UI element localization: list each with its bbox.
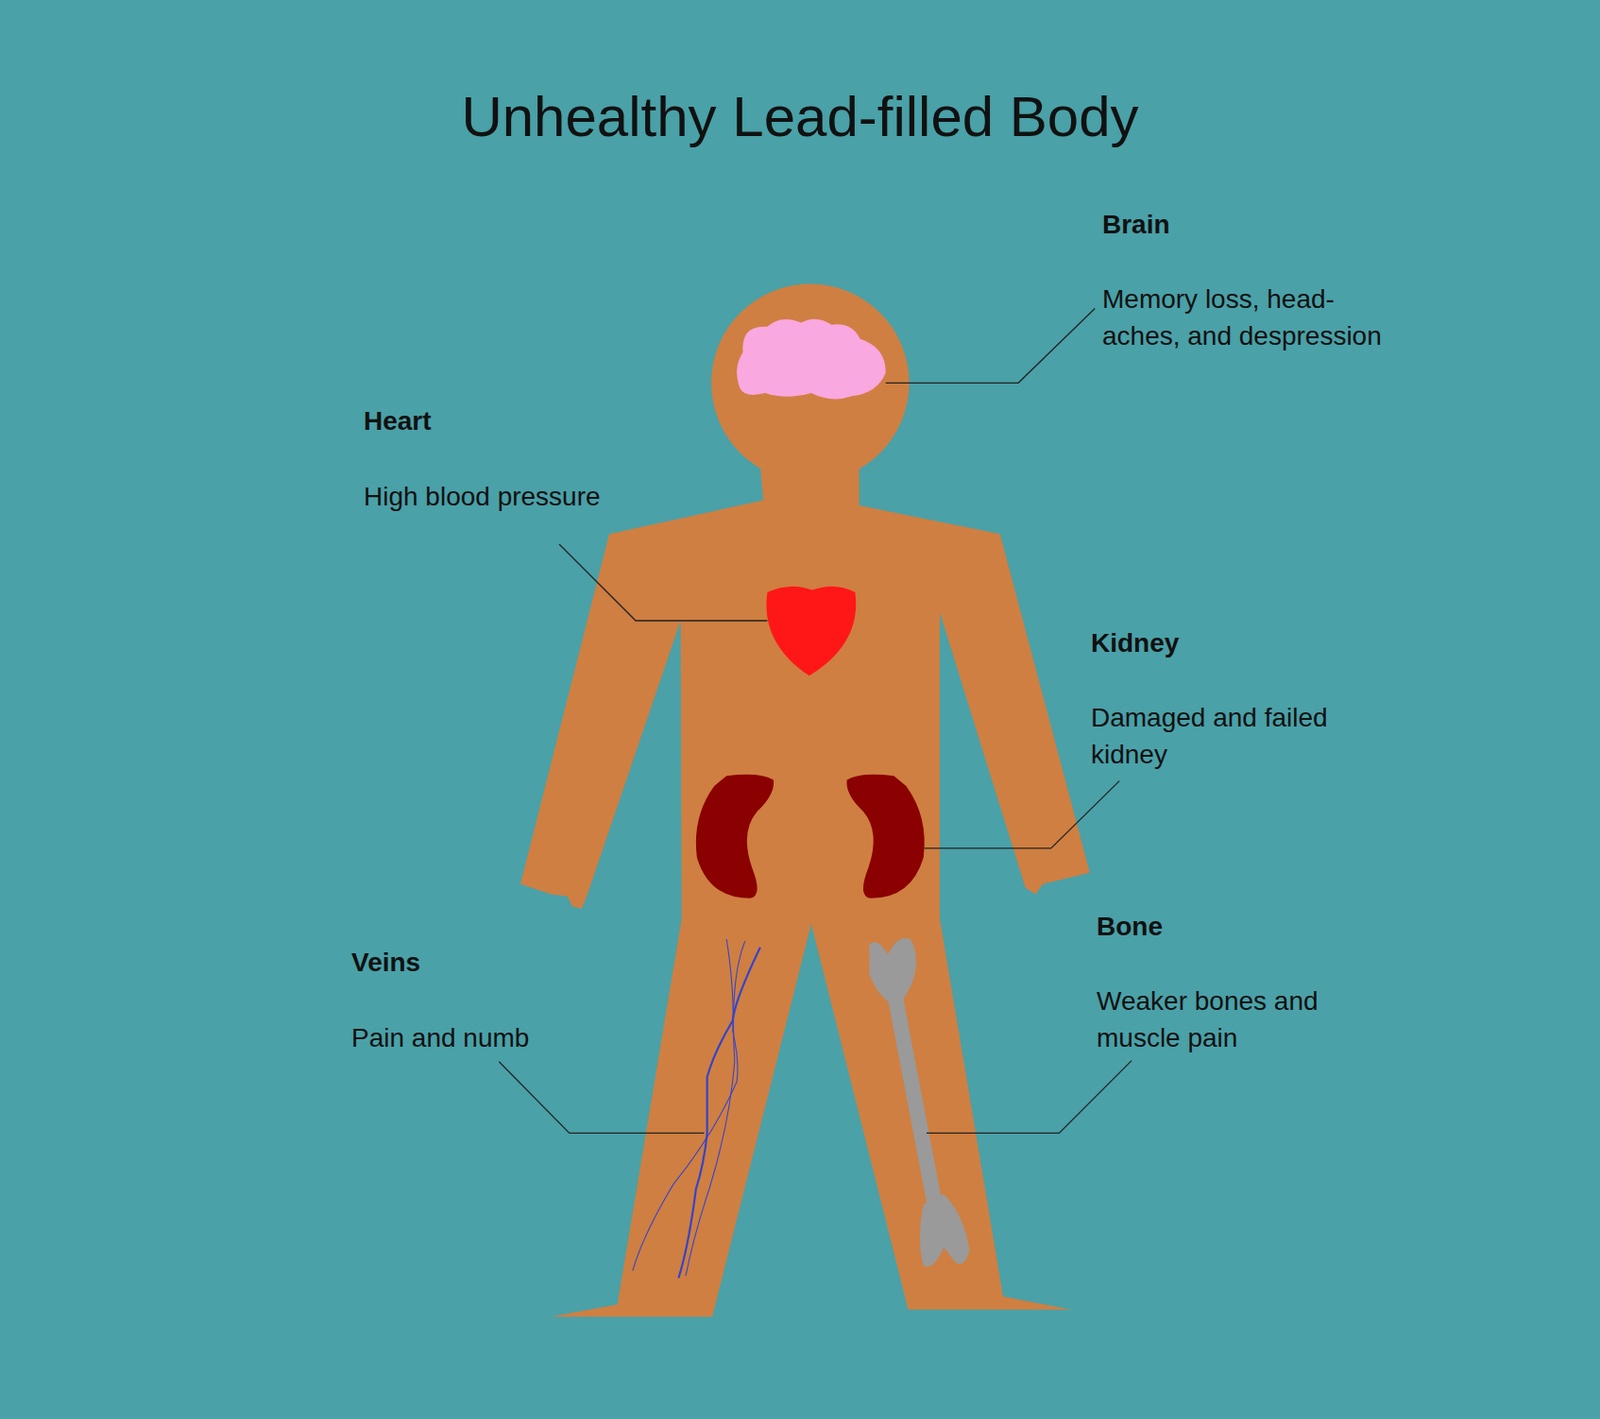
kidney-left [696, 774, 774, 899]
bone [868, 937, 970, 1267]
organ-heading: Bone [1096, 907, 1163, 945]
body-silhouette [520, 283, 1090, 1316]
leader-line [885, 307, 1095, 383]
veins [632, 938, 761, 1278]
title: Unhealthy Lead-filled Body [0, 83, 1600, 152]
kidney-right [846, 774, 924, 899]
symptom-text: Pain and numb [351, 1019, 529, 1056]
leader-line [926, 1060, 1132, 1134]
leader-line [559, 544, 767, 621]
leader-line [924, 781, 1120, 849]
bone-shaft [893, 989, 937, 1215]
vein [685, 940, 746, 1276]
bone-end [919, 1193, 970, 1267]
symptom-text: Damaged and failed kidney [1090, 698, 1365, 773]
body-outline [520, 464, 1090, 1317]
leader-line [498, 1061, 704, 1134]
head [711, 283, 910, 482]
vein [632, 938, 738, 1271]
symptom-text: Memory loss, head- aches, and despressio… [1102, 280, 1405, 355]
organ-heading: Brain [1102, 205, 1171, 243]
organ-heading: Heart [363, 402, 432, 440]
vein [678, 947, 760, 1278]
organ-heading: Veins [351, 943, 421, 981]
organ-heading: Kidney [1090, 624, 1179, 662]
symptom-text: High blood pressure [363, 477, 601, 515]
heart [765, 586, 856, 677]
brain [736, 319, 886, 400]
symptom-text: Weaker bones and muscle pain [1096, 982, 1362, 1056]
leader-lines [498, 307, 1132, 1133]
bone-end [868, 937, 917, 1005]
